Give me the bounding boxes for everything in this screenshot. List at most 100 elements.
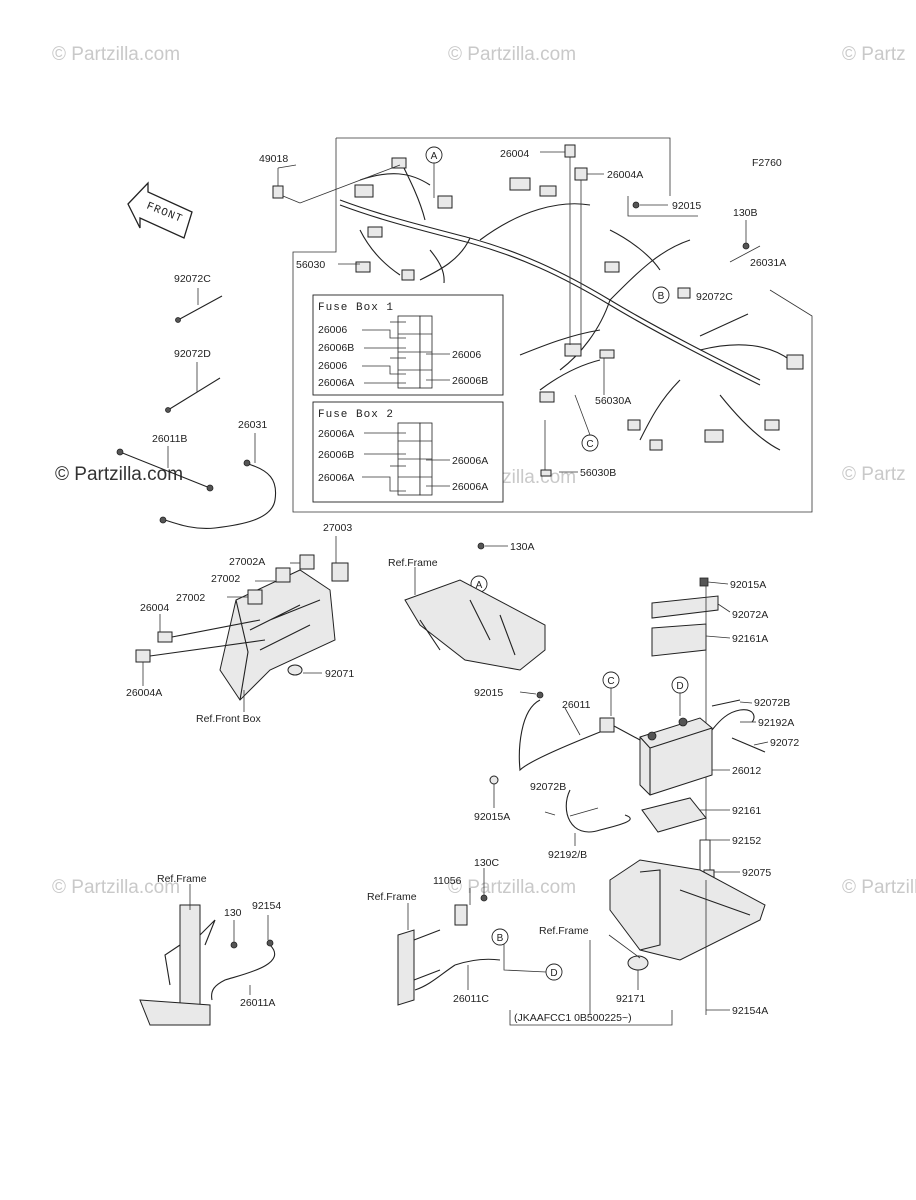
part-label: 92015 <box>474 687 503 699</box>
part-label: 130 <box>224 907 242 919</box>
callout-label: B <box>658 291 665 302</box>
callout-circle <box>652 286 670 304</box>
part-label: 92152 <box>732 835 761 847</box>
part-label: 26004A <box>607 169 643 181</box>
part-label: 92192/B <box>548 849 587 861</box>
part-label: 56030A <box>595 395 631 407</box>
part-label: 92161 <box>732 805 761 817</box>
part-label: 92015A <box>474 811 510 823</box>
callout-label: B <box>497 933 504 944</box>
fuse-box-2-title: Fuse Box 2 <box>318 409 394 421</box>
part-label: 26004 <box>140 602 169 614</box>
watermark: © Partzilla.com <box>52 44 180 65</box>
part-label: 26031 <box>238 419 267 431</box>
fuse-label: 26006A <box>318 428 354 440</box>
fuse-label: 26006 <box>318 360 347 372</box>
watermarks: © Partzilla.com © Partzilla.com © Partz … <box>52 44 916 898</box>
part-label: 26004A <box>126 687 162 699</box>
part-label: 92075 <box>742 867 771 879</box>
top-parts <box>272 144 761 477</box>
fuse-label: 26006B <box>318 449 354 461</box>
part-label: 92015A <box>730 579 766 591</box>
battery-assembly <box>608 577 769 1015</box>
part-label: 92072 <box>770 737 799 749</box>
part-label: Ref.Frame <box>157 873 207 885</box>
callout-label: C <box>586 439 593 450</box>
callout-circle <box>491 928 509 946</box>
left-frame <box>139 884 275 1026</box>
part-label: 27002 <box>176 592 205 604</box>
watermark: © Partz <box>842 44 906 65</box>
callout-label: A <box>476 580 483 591</box>
center-frame <box>397 868 673 1026</box>
part-label: 92072C <box>174 273 211 285</box>
fuse-label: 26006A <box>318 377 354 389</box>
part-label: 56030 <box>296 259 325 271</box>
watermark: © Partzilla.com <box>52 877 180 898</box>
watermark: © Partzilla.com <box>55 464 183 485</box>
part-label: 92071 <box>325 668 354 680</box>
mid-frame <box>404 542 546 671</box>
part-label: 27002 <box>211 573 240 585</box>
callout-label: A <box>431 151 438 162</box>
part-label: Ref.Frame <box>367 891 417 903</box>
part-label: 92072A <box>732 609 768 621</box>
part-label: 56030B <box>580 467 616 479</box>
part-label: 26031A <box>750 257 786 269</box>
fuse-box-1-title: Fuse Box 1 <box>318 302 394 314</box>
fuse-label: 26006B <box>318 342 354 354</box>
part-label: Ref.Frame <box>388 557 438 569</box>
fuse-label: 26006A <box>452 481 488 493</box>
part-label: 92154 <box>252 900 281 912</box>
part-label: 92072B <box>530 781 566 793</box>
fuse-box-1: Fuse Box 1 26006 26006B 26006 26006A 260… <box>312 294 504 396</box>
part-label: 27002A <box>229 556 265 568</box>
part-label: 11056 <box>433 875 462 887</box>
fuse-label: 26006 <box>452 349 481 361</box>
callout-label: D <box>550 968 557 979</box>
part-label: 26011B <box>152 433 187 445</box>
fuse-label: 26006A <box>452 455 488 467</box>
fuse-label: 26006B <box>452 375 488 387</box>
part-label: (JKAAFCC1 0B500225~) <box>514 1012 632 1024</box>
part-label: 130A <box>510 541 535 553</box>
part-label: 26011A <box>240 997 275 1009</box>
left-cables <box>116 288 277 529</box>
figure-code: F2760 <box>752 157 782 169</box>
part-label: Ref.Frame <box>539 925 589 937</box>
part-label: 92192A <box>758 717 794 729</box>
watermark: © Partzilla.com <box>448 44 576 65</box>
part-label: 92171 <box>616 993 645 1005</box>
part-label: 92015 <box>672 200 701 212</box>
part-label: 26004 <box>500 148 529 160</box>
part-label: 92072D <box>174 348 211 360</box>
main-harness <box>339 157 804 451</box>
part-label: 130C <box>474 857 500 869</box>
front-arrow-icon: FRONT <box>127 181 193 239</box>
fuse-label: 26006A <box>318 472 354 484</box>
part-labels: 49018 26004 26004A 92015 130B 26031A 920… <box>126 148 799 1024</box>
fuse-label: 26006 <box>318 324 347 336</box>
callout-label: D <box>676 681 683 692</box>
part-label: 130B <box>733 207 758 219</box>
front-box-assembly <box>135 536 349 712</box>
part-label: 26011C <box>453 993 489 1005</box>
battery-cables <box>489 691 641 846</box>
callout-label: C <box>607 676 614 687</box>
watermark: © Partz <box>842 464 906 485</box>
part-label: 27003 <box>323 522 352 534</box>
part-label: 26012 <box>732 765 761 777</box>
callouts: A B C A C D B D <box>425 146 689 981</box>
part-label: 92072C <box>696 291 733 303</box>
watermark: © Partzilla.com <box>842 877 916 898</box>
part-label: Ref.Front Box <box>196 713 262 725</box>
part-label: 92154A <box>732 1005 768 1017</box>
part-label: 26011 <box>562 699 591 711</box>
fuse-box-2: Fuse Box 2 26006A 26006B 26006A 26006A 2… <box>312 401 504 503</box>
watermark: © Partzilla.com <box>448 877 576 898</box>
part-label: 49018 <box>259 153 288 165</box>
harness-outline <box>292 137 813 513</box>
part-label: 92161A <box>732 633 768 645</box>
part-label: 92072B <box>754 697 790 709</box>
